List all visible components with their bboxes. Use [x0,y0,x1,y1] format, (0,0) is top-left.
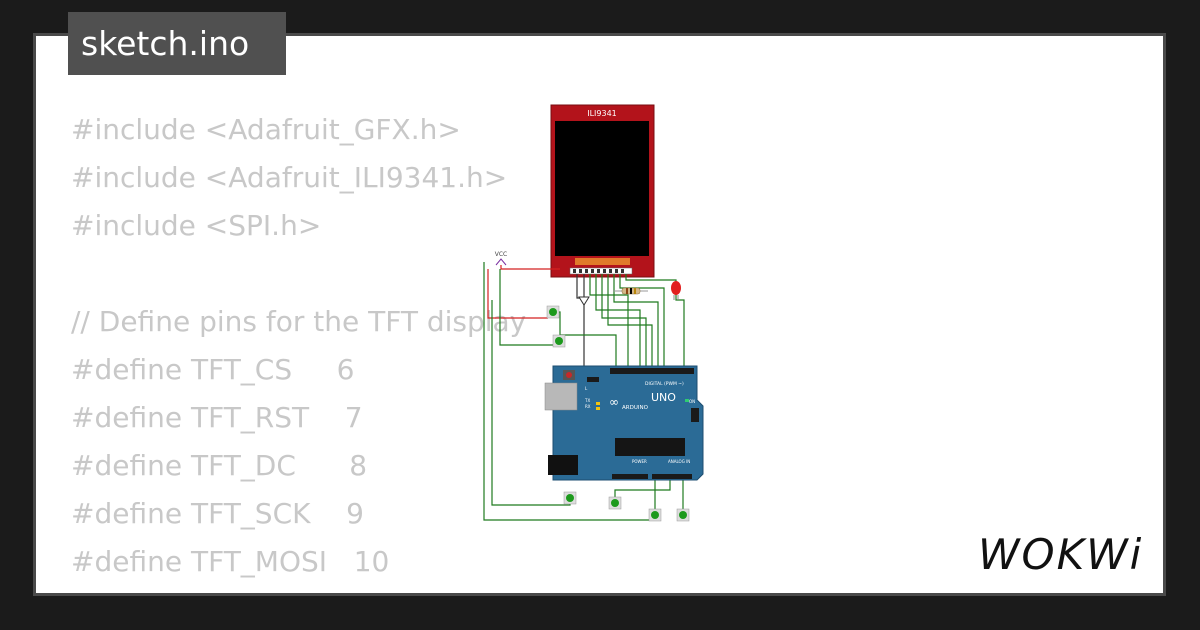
microcontroller-chip [615,438,685,456]
code-line: // Define pins for the TFT display [71,305,527,338]
pushbutton [563,491,577,505]
arduino-logo-icon: ∞ [609,395,619,409]
code-line: #include <SPI.h> [71,209,322,242]
usb-port [544,382,578,411]
sketch-title-tab: sketch.ino [68,12,286,75]
pushbutton [552,334,566,348]
led [671,281,681,300]
pushbuttons [546,305,690,522]
svg-text:DIGITAL (PWM ~): DIGITAL (PWM ~) [645,381,684,387]
code-line: #define TFT_SCK 9 [71,497,364,530]
code-line: #include <Adafruit_ILI9341.h> [71,161,508,194]
pushbutton [546,305,560,319]
display-screen [555,121,649,256]
code-line: #define TFT_CS 6 [71,353,355,386]
vcc-symbol: VCC [495,251,507,266]
svg-text:ANALOG IN: ANALOG IN [668,459,690,464]
resistor [613,287,648,295]
code-line: #define TFT_RST 7 [71,401,363,434]
code-preview: #include <Adafruit_GFX.h> #include <Adafr… [71,106,527,593]
code-line: #define TFT_MOSI 10 [71,545,390,578]
svg-text:UNO: UNO [651,391,676,404]
wires [483,262,700,521]
svg-text:RX: RX [585,404,591,409]
power-jack [548,455,578,475]
pushbutton [676,508,690,522]
svg-text:POWER: POWER [632,459,647,464]
code-line: #define TFT_DC 8 [71,449,368,482]
svg-text:ON: ON [689,399,695,404]
ground-icon [578,296,590,306]
display-label: ILI9341 [587,109,617,118]
svg-text:VCC: VCC [495,251,507,258]
pushbutton [608,496,622,510]
arduino-uno-board: DIGITAL (PWM ~) ∞ UNO ARDUINO TX RX L ON… [544,365,704,481]
svg-text:L: L [585,386,588,391]
svg-text:ARDUINO: ARDUINO [622,405,649,411]
reset-button [566,372,572,378]
code-line: #include <Adafruit_GFX.h> [71,113,461,146]
tft-display: ILI9341 [550,104,655,278]
svg-text:TX: TX [584,398,590,403]
wokwi-logo: WOKWi [978,530,1144,579]
pushbutton [648,508,662,522]
